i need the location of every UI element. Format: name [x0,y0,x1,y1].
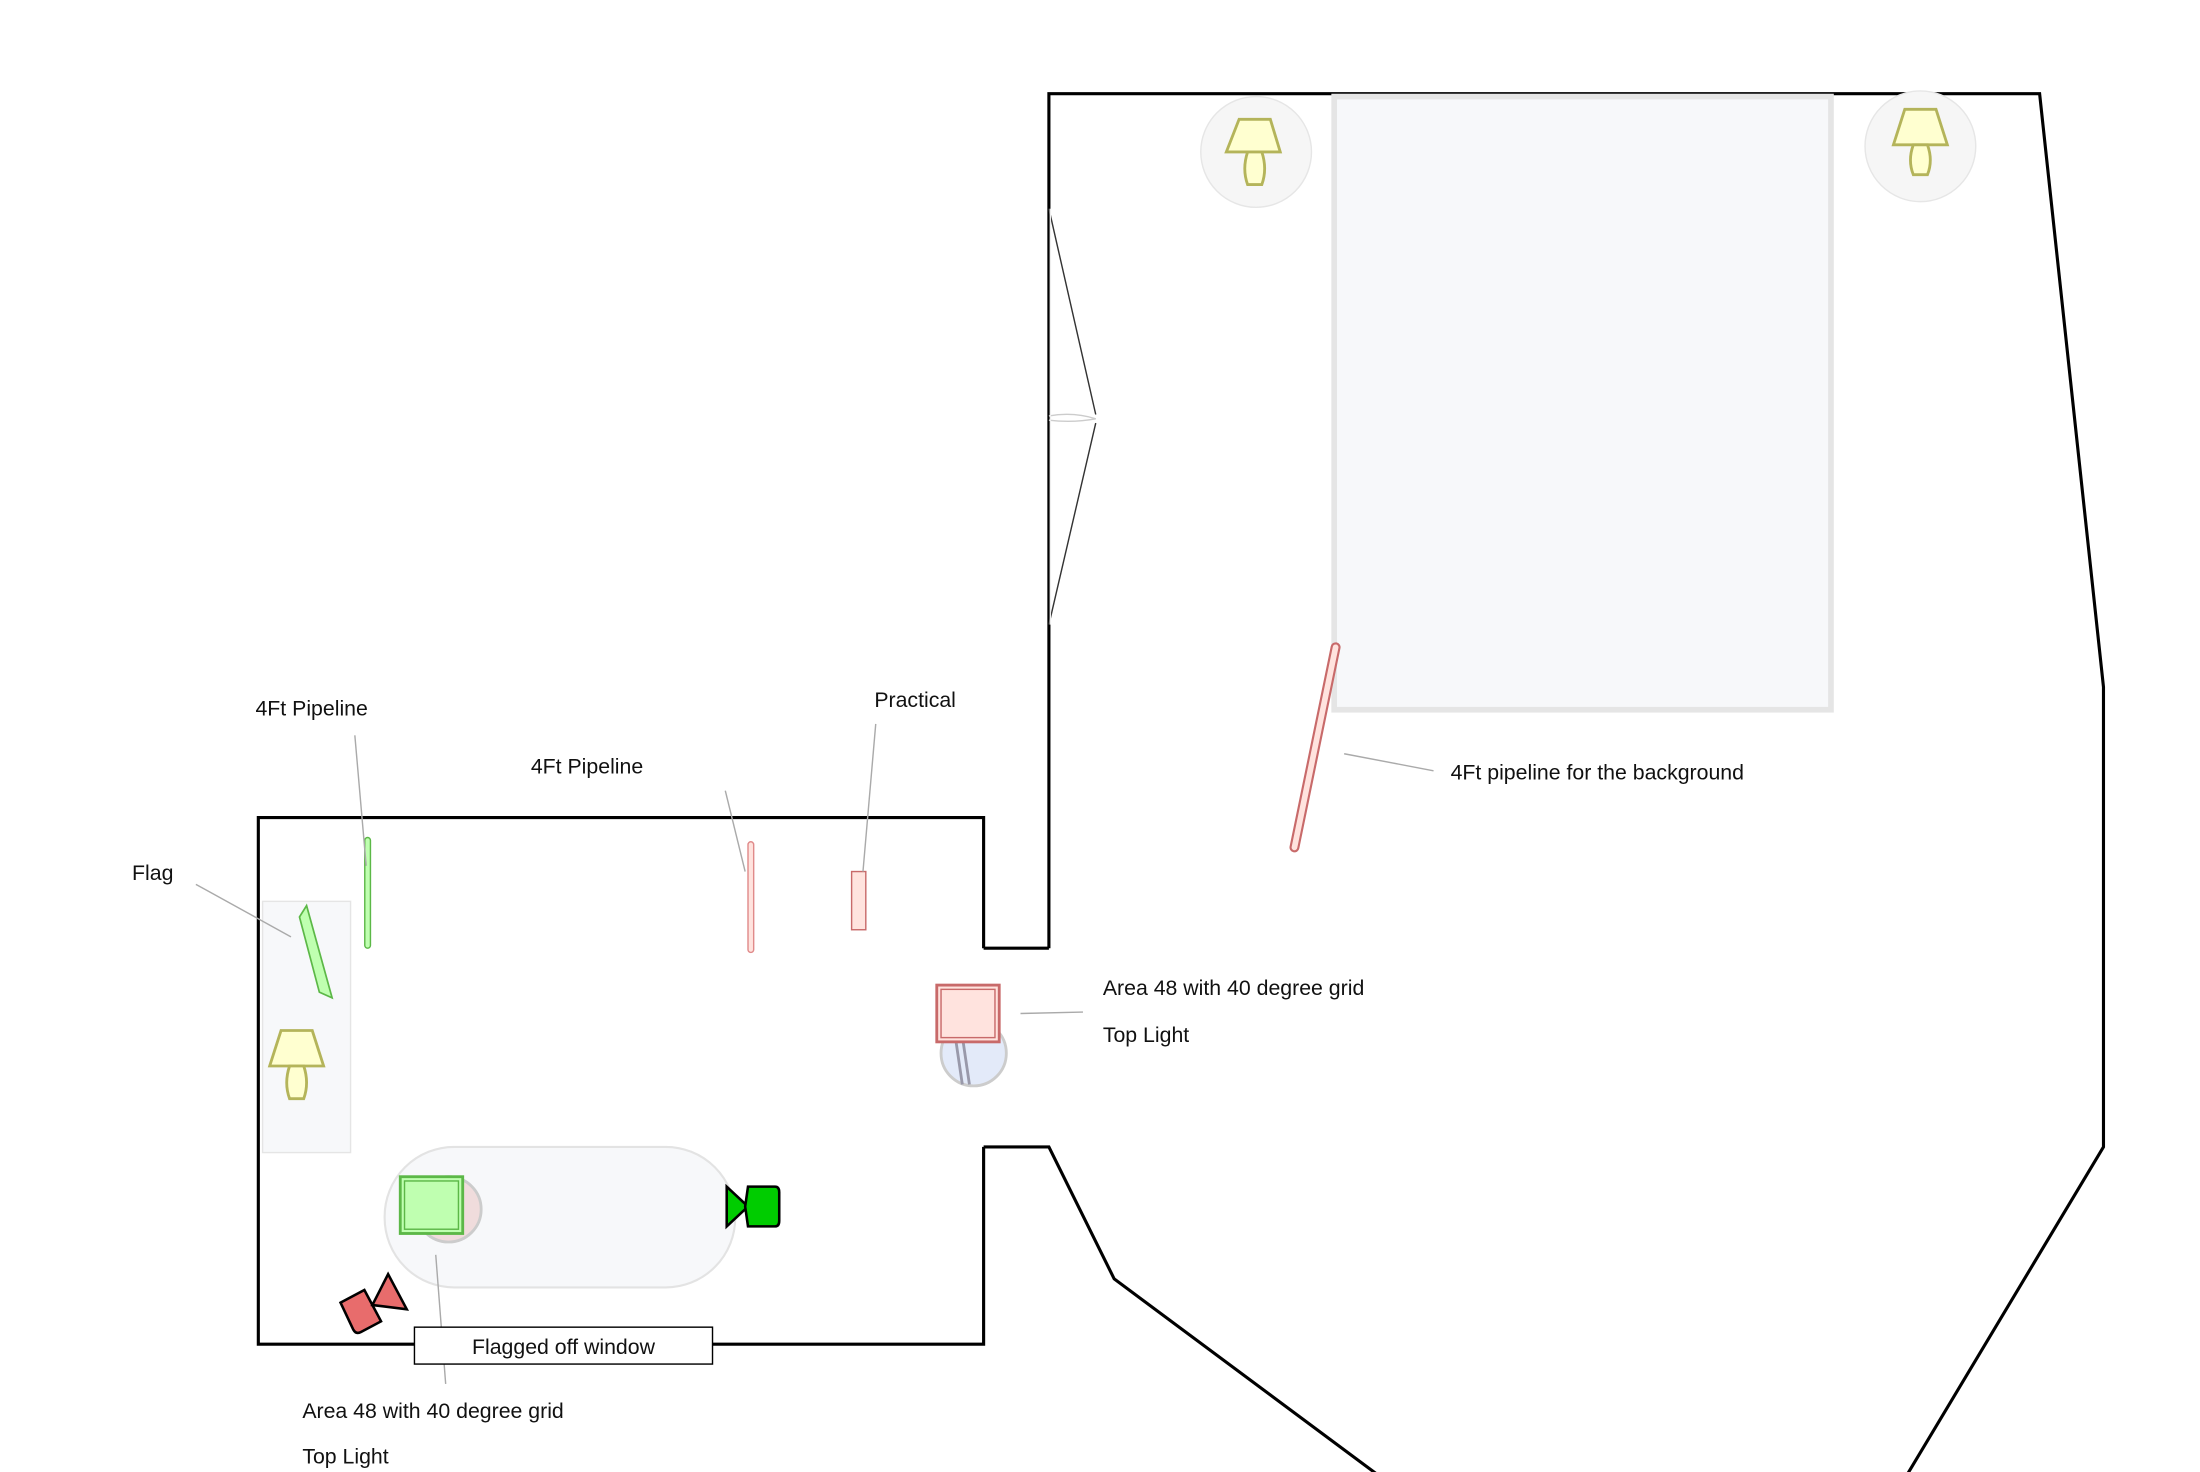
top-light-right[interactable] [935,983,1008,1088]
label-bottom-light-line2: Top Light [302,1444,388,1468]
flagged-window[interactable] [413,1326,714,1365]
leader-line [1020,1011,1083,1015]
top-light-bottom[interactable] [398,1175,483,1244]
flag[interactable] [298,903,334,1000]
label-flag: Flag [132,861,173,885]
background-backdrop[interactable] [1331,93,1834,713]
label-pipeline-background: 4Ft pipeline for the background [1451,760,1744,784]
label-practical: Practical [874,688,956,712]
camera-green-icon[interactable] [725,1183,781,1230]
practical-light[interactable] [850,870,867,931]
leader-line [724,790,746,872]
label-bottom-light-line1: Area 48 with 40 degree grid [302,1399,563,1423]
lamp-icon[interactable] [267,1029,326,1101]
lamp-icon[interactable] [1200,95,1313,208]
pipeline-red[interactable] [747,841,755,954]
camera-red-icon[interactable] [338,1271,410,1336]
label-right-light-line1: Area 48 with 40 degree grid [1103,976,1364,1000]
label-pipeline-left: 4Ft Pipeline [255,696,367,720]
leader-line [862,723,877,872]
label-pipeline-middle: 4Ft Pipeline [531,755,643,779]
side-room-wall [256,816,1049,1346]
door [1048,208,1097,625]
leader-line [354,735,367,866]
pipeline-background-fill [1291,644,1339,851]
leader-line [195,883,292,938]
label-window: Flagged off window [472,1335,656,1359]
label-right-light-line2: Top Light [1103,1023,1189,1047]
leader-line [1343,753,1434,772]
lamp-icon[interactable] [1864,90,1977,203]
